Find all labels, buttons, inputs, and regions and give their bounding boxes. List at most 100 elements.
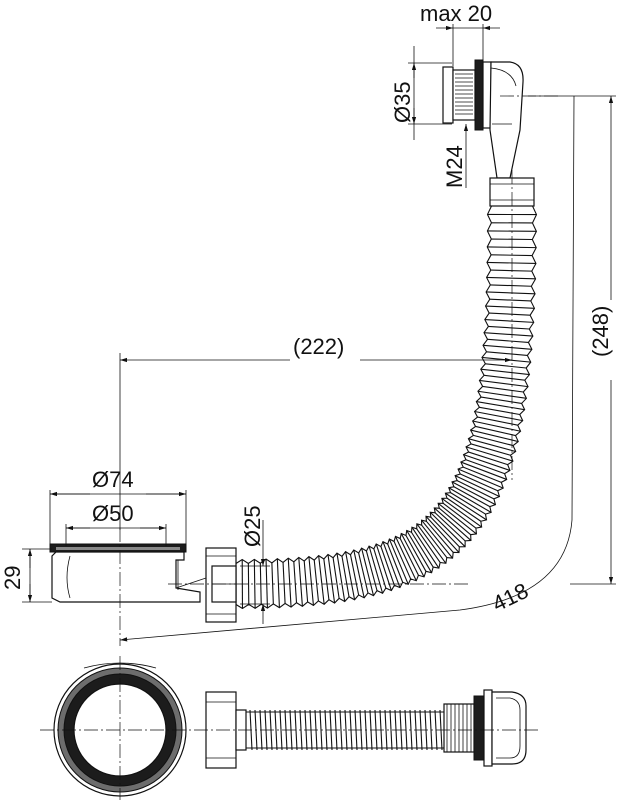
hose-rib	[382, 541, 401, 588]
hose-rib	[433, 507, 472, 541]
hose-rib	[327, 554, 336, 604]
hose-rib	[460, 473, 498, 492]
union-nut	[205, 547, 237, 623]
hose-rib	[425, 520, 454, 553]
hose-rib	[287, 558, 292, 608]
top-hose-rib	[339, 709, 343, 751]
hose-rib	[336, 553, 346, 602]
hose-rib	[442, 502, 477, 529]
hose-rib	[368, 545, 384, 594]
hose-rib	[416, 528, 441, 563]
label-29: 29	[0, 566, 25, 590]
hose-rib	[468, 438, 516, 453]
hose-rib	[318, 555, 325, 605]
hose-rib	[434, 512, 466, 542]
label-d35: Ø35	[390, 81, 415, 123]
corrugated-hose	[235, 205, 538, 610]
hose-rib	[491, 254, 533, 257]
hose-rib	[482, 385, 524, 393]
hose-rib	[486, 276, 536, 280]
hose-rib	[313, 560, 319, 601]
hose-rib	[345, 551, 356, 600]
hose-rib	[465, 446, 514, 462]
hose-rib	[475, 425, 516, 437]
hose-rib	[463, 454, 511, 471]
dimension-d35: Ø35	[390, 46, 452, 140]
hose-rib	[332, 557, 340, 599]
hose-rib	[477, 416, 518, 426]
hose-rib	[293, 561, 298, 603]
hose-rib	[445, 492, 487, 521]
hose-rib	[405, 535, 427, 572]
hose-rib	[490, 284, 532, 287]
hose-rib	[308, 556, 314, 606]
hose-rib	[480, 368, 530, 376]
hose-rib	[489, 312, 531, 316]
hose-rib	[425, 515, 460, 553]
side-view	[49, 59, 560, 646]
top-hose-rib	[279, 709, 283, 751]
label-418: 418	[488, 578, 532, 617]
hose-rib	[470, 443, 511, 456]
label-248: (248)	[588, 306, 613, 357]
top-hose-rib	[384, 709, 388, 751]
top-hose-rib	[389, 709, 393, 751]
hose-rib	[450, 492, 486, 515]
label-d74: Ø74	[92, 467, 134, 492]
hose-rib	[429, 511, 466, 548]
hose-rib	[446, 497, 482, 522]
hose-rib	[437, 502, 477, 535]
hose-edge-left	[235, 205, 538, 610]
dimension-d50: Ø50	[65, 501, 167, 546]
hose-rib	[411, 531, 434, 568]
hose-rib	[465, 459, 505, 475]
hose-rib	[282, 562, 286, 604]
hose-rib	[421, 524, 448, 558]
dimension-d74: Ø74	[49, 467, 187, 544]
hose-rib	[265, 559, 268, 609]
hose-rib	[481, 396, 522, 404]
hose-rib	[375, 543, 392, 591]
hose-rib	[486, 261, 536, 265]
hose-rib	[358, 552, 369, 594]
hose-rib	[421, 519, 453, 559]
hose-rib	[470, 429, 519, 443]
hose-rib	[453, 486, 491, 508]
hose-rib	[479, 379, 529, 388]
top-hose-rib	[274, 709, 278, 751]
dimension-222: (222)	[119, 334, 512, 530]
hose-rib	[441, 497, 482, 528]
hose-rib	[486, 291, 536, 295]
top-view	[40, 656, 540, 800]
hose-rib	[490, 269, 532, 272]
hose-rib	[438, 507, 472, 536]
hose-rib	[451, 481, 496, 506]
label-222: (222)	[293, 334, 344, 359]
hose-rib	[457, 468, 504, 489]
hose-rib	[485, 363, 527, 369]
hose-rib	[483, 344, 532, 350]
hose-rib	[454, 475, 500, 498]
hose-rib	[276, 558, 280, 608]
hose-rib	[303, 560, 309, 602]
hose-rib	[487, 338, 529, 343]
hose-rib	[479, 406, 520, 416]
label-m24: M24	[442, 145, 467, 188]
hose-rib	[484, 319, 534, 323]
hose-rib	[380, 546, 395, 586]
hose-rib	[353, 549, 365, 598]
hose-rib	[400, 533, 425, 578]
hose-rib	[448, 487, 492, 513]
hose-rib	[473, 434, 514, 447]
hose-rib	[485, 305, 535, 309]
hose-rib	[394, 536, 417, 581]
drain-body	[49, 543, 207, 603]
hose-rib	[399, 538, 419, 576]
label-max20: max 20	[420, 1, 492, 26]
hose-rib	[474, 410, 523, 422]
dimension-d25: Ø25	[240, 505, 270, 624]
hose-edge-right	[235, 205, 493, 565]
hose-rib	[484, 374, 525, 381]
hose-rib	[476, 401, 525, 411]
